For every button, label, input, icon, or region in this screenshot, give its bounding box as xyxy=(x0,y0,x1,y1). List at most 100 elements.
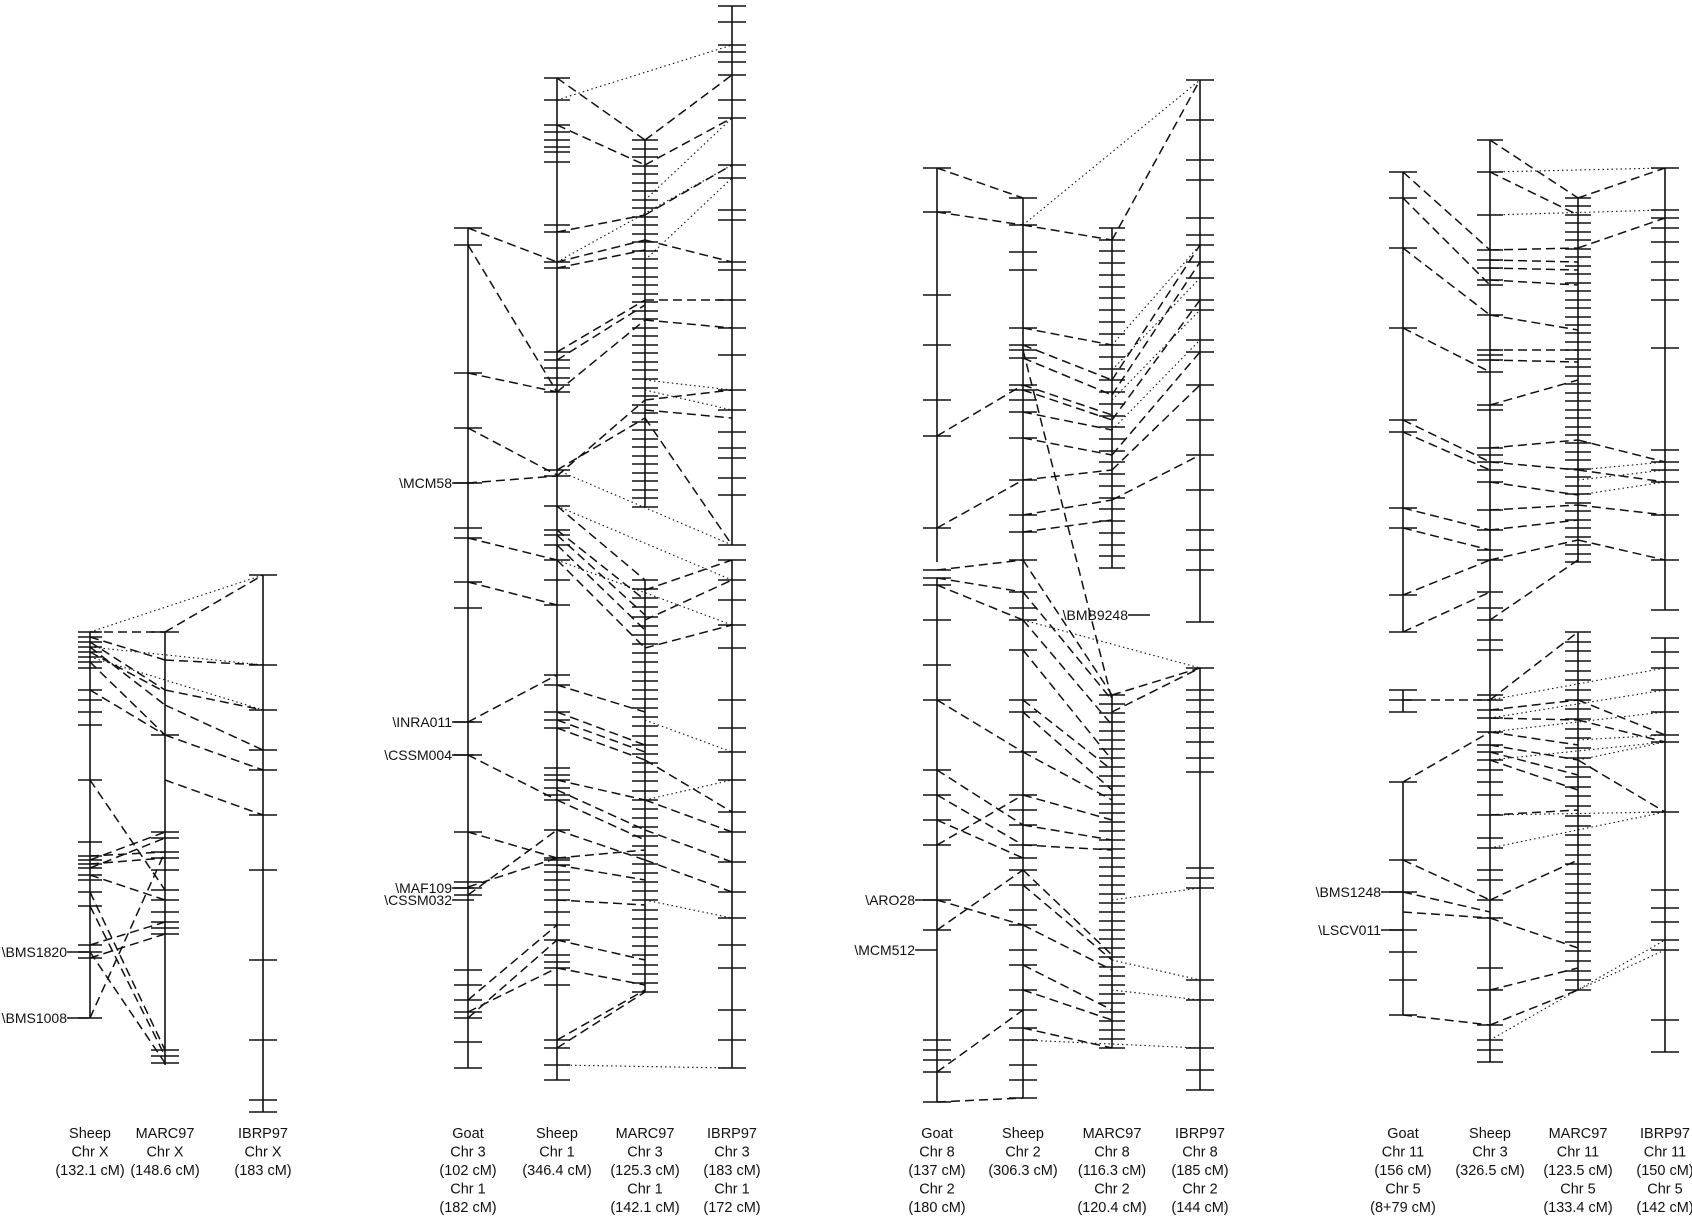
caption-chrx-1: (148.6 cM) xyxy=(130,1163,199,1179)
marc-ibrp-link xyxy=(644,389,733,401)
marker-bms1820: \BMS1820 xyxy=(2,944,68,960)
goat-sheep-link xyxy=(1402,731,1491,783)
caption-chr3-1-2: Chr 3 xyxy=(627,1145,662,1161)
caption-chr11-5-0: Chr 5 xyxy=(1385,1182,1420,1198)
marc-ibrp-dotted-link xyxy=(1577,741,1666,761)
caption-chrx-0: Sheep xyxy=(69,1126,111,1142)
sheep-marc-link xyxy=(1489,481,1579,496)
caption-chr3-1-1: Sheep xyxy=(536,1126,578,1142)
caption-chr11-5-2: Chr 5 xyxy=(1560,1182,1595,1198)
sheep-marc-link xyxy=(1489,631,1579,701)
caption-chrx-2: (183 cM) xyxy=(234,1163,291,1179)
sheep-marc-link xyxy=(556,719,646,753)
caption-chr8-2-0: (180 cM) xyxy=(908,1200,965,1216)
sheep-marc-link xyxy=(1022,327,1113,346)
marc-ibrp-dotted-link xyxy=(1111,244,1201,346)
sheep-marc-link xyxy=(1022,344,1113,381)
goat-sheep-link xyxy=(1402,507,1491,531)
goat-sheep-link xyxy=(467,372,558,393)
sheep-marc-link xyxy=(1022,869,1113,956)
marc-ibrp-dotted-link xyxy=(1577,734,1666,741)
marc-ibrp-link xyxy=(644,799,733,833)
caption-chr8-2-2: Chr 8 xyxy=(1094,1145,1129,1161)
marc-ibrp-link xyxy=(644,319,733,329)
caption-chr8-2-0: Chr 8 xyxy=(919,1145,954,1161)
goat-sheep-link xyxy=(936,1009,1024,1073)
marc-ibrp-dotted-link xyxy=(1111,989,1201,1001)
goat-sheep-link xyxy=(1402,911,1491,919)
sheep-marc-link xyxy=(1022,437,1113,456)
caption-chr11-5-2: (123.5 cM) xyxy=(1543,1163,1612,1179)
sheep-marc-link xyxy=(1022,794,1113,821)
sheep-ibrp-dotted-link xyxy=(1489,167,1666,173)
marc-ibrp-link xyxy=(1111,79,1201,241)
caption-chr11-5-2: MARC97 xyxy=(1549,1126,1608,1142)
goat-sheep-link xyxy=(936,699,1024,753)
marker-bms1008: \BMS1008 xyxy=(2,1010,68,1026)
sheep-marc-link xyxy=(1489,559,1579,621)
marc-ibrp-link xyxy=(164,689,264,711)
sheep-ibrp-dotted-link xyxy=(1489,811,1666,849)
sheep-marc-link xyxy=(1022,591,1113,701)
sheep-marc-link xyxy=(1022,349,1113,701)
sheep-marc-link xyxy=(1489,759,1579,791)
marc-ibrp-link xyxy=(1577,167,1666,199)
sheep-marc-link xyxy=(1022,884,1113,961)
sheep-marc-link xyxy=(556,849,646,859)
sheep-marc-link xyxy=(89,933,166,959)
sheep-marc-link xyxy=(1489,259,1579,263)
sheep-marc-link xyxy=(1489,461,1579,471)
marc-ibrp-dotted-link xyxy=(1111,887,1201,901)
marker-mcm58: \MCM58 xyxy=(399,475,452,491)
sheep-marc-link xyxy=(1489,519,1579,531)
goat-sheep-link xyxy=(1402,859,1491,901)
sheep-marc-link xyxy=(1489,967,1579,991)
marc-ibrp-dotted-link xyxy=(644,177,733,261)
marker-labels: \BMS1820\BMS1008\MCM58\INRA011\CSSM004\M… xyxy=(2,475,1382,1026)
sheep-marc-link xyxy=(1022,224,1113,241)
sheep-marc-link xyxy=(89,951,166,1064)
sheep-marc-link xyxy=(89,874,166,901)
marc-ibrp-link xyxy=(644,74,733,141)
goat-sheep-link xyxy=(936,577,1024,593)
goat-sheep-link xyxy=(1402,327,1491,373)
goat-sheep-link xyxy=(1402,591,1491,633)
sheep-marc-link xyxy=(556,239,646,263)
caption-chr11-5-0: (8+79 cM) xyxy=(1370,1200,1436,1216)
sheep-marc-link xyxy=(556,829,646,861)
sheep-marc-link xyxy=(89,851,166,1019)
goat-sheep-link xyxy=(467,475,558,484)
goat-sheep-link xyxy=(467,924,558,1001)
sheep-marc-link xyxy=(89,646,166,706)
marc-ibrp-link xyxy=(1111,244,1201,381)
caption-chr11-5-3: IBRP97 xyxy=(1640,1126,1690,1142)
marc-ibrp-link xyxy=(1111,454,1201,501)
marc-ibrp-link xyxy=(1577,469,1666,483)
caption-chr3-1-0: Chr 3 xyxy=(450,1145,485,1161)
sheep-marc-link xyxy=(1489,504,1579,511)
caption-chr11-5-0: (156 cM) xyxy=(1374,1163,1431,1179)
marker-mcm512: \MCM512 xyxy=(854,942,915,958)
sheep-marc-link xyxy=(1489,279,1579,286)
marker-maf109: \MAF109 xyxy=(395,880,452,896)
caption-chr11-5-1: Sheep xyxy=(1469,1126,1511,1142)
goat-sheep-link xyxy=(936,211,1024,226)
marc-ibrp-link xyxy=(1577,699,1666,736)
marc-ibrp-link xyxy=(644,759,733,813)
sheep-marc-link xyxy=(1022,699,1113,771)
marc-ibrp-link xyxy=(164,574,264,633)
marc-ibrp-link xyxy=(644,417,733,546)
marc-ibrp-dotted-link xyxy=(1111,309,1201,401)
caption-chr8-2-3: (185 cM) xyxy=(1171,1163,1228,1179)
sheep-marc-link xyxy=(556,319,646,393)
marc-ibrp-link xyxy=(644,624,733,649)
goat-sheep-link xyxy=(1402,197,1491,286)
correspondence-lines xyxy=(89,44,1666,1103)
sheep-marc-link xyxy=(1022,924,1113,971)
marc-ibrp-dotted-link xyxy=(644,779,733,801)
caption-chr3-1-2: (142.1 cM) xyxy=(610,1200,679,1216)
goat-sheep-link xyxy=(936,584,1024,621)
marc-ibrp-link xyxy=(164,779,264,816)
sheep-marc-link xyxy=(1489,917,1579,949)
